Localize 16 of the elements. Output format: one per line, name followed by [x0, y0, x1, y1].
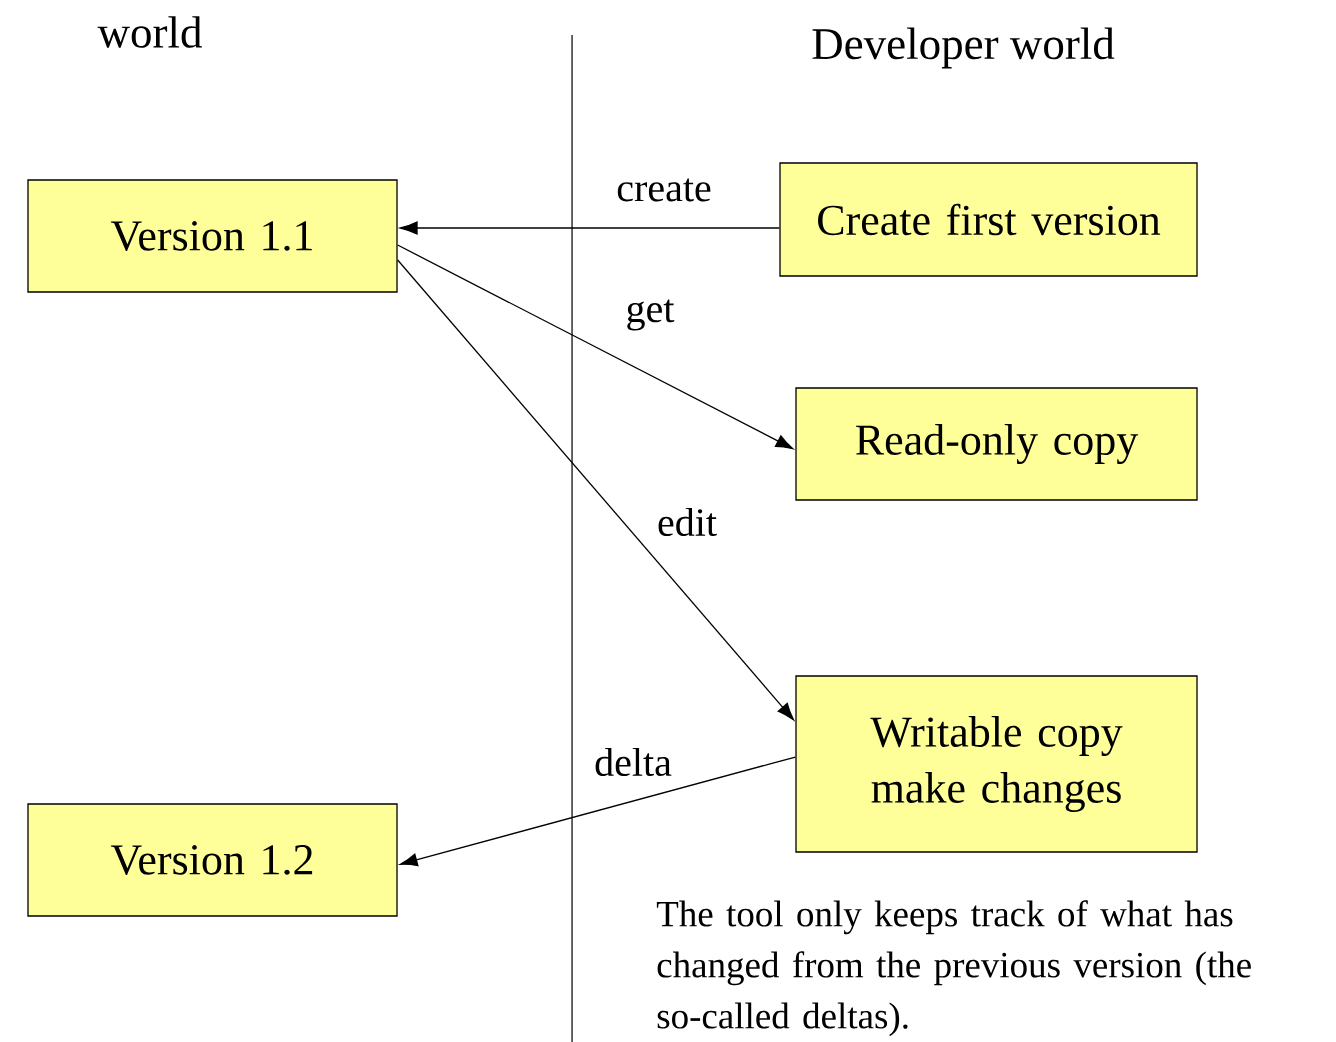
process-box: Create first version	[779, 162, 1198, 277]
edge-label: get	[623, 297, 677, 333]
edge-label: create	[614, 176, 714, 204]
process-box: Read-only copy	[795, 387, 1198, 501]
arrow	[397, 244, 794, 450]
note: The tool only keeps track of what has changed from the previous version (the so-called deltas).	[656, 900, 1251, 1037]
heading: Developer world	[812, 27, 1115, 69]
process-box: Version 1.1	[27, 179, 398, 293]
heading: world	[97, 16, 202, 48]
process-box: Version 1.2	[27, 803, 398, 917]
edge-label: delta	[592, 745, 674, 779]
arrow	[397, 259, 795, 721]
arrow	[399, 756, 796, 867]
arrow	[399, 221, 780, 235]
process-box: Writable copy make changes	[795, 675, 1198, 853]
edge-label: edit	[655, 505, 719, 539]
